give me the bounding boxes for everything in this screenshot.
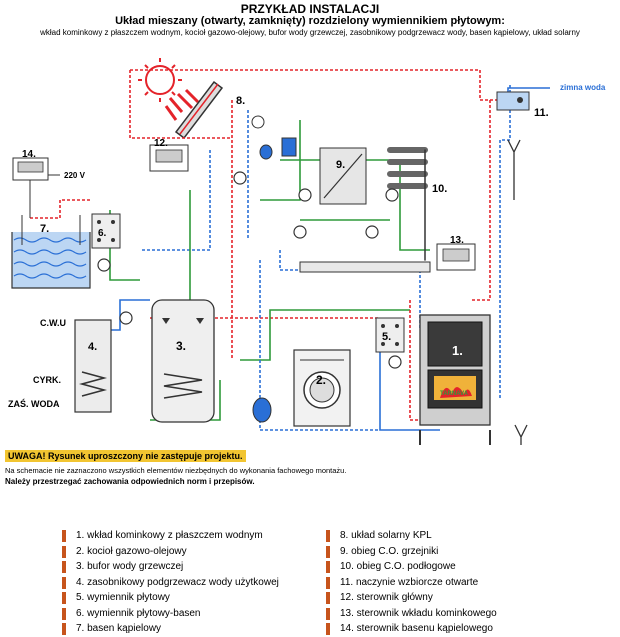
legend-item: 3. bufor wody grzewczej — [62, 559, 279, 575]
component-number-1: 1. — [452, 343, 463, 358]
buffer-tank-3 — [151, 299, 215, 423]
label-cyrk: CYRK. — [33, 375, 61, 385]
label-volt: 220 V — [64, 171, 86, 180]
manifold — [299, 261, 431, 273]
drain-bottom-icon — [514, 424, 528, 445]
component-number-6: 6. — [98, 228, 107, 239]
pool-controller-14 — [12, 157, 60, 218]
solar-vessel-icon — [259, 144, 273, 160]
swimming-pool-7 — [11, 215, 91, 289]
legend-item: 10. obieg C.O. podłogowe — [326, 559, 497, 575]
legend-item: 8. układ solarny KPL — [326, 528, 497, 544]
label-zimna-woda: zimna woda — [560, 83, 606, 92]
component-number-3: 3. — [176, 339, 186, 353]
warning-box: UWAGA! Rysunek uproszczony nie zastępuje… — [5, 446, 615, 486]
warning-line-2: Należy przestrzegać zachowania odpowiedn… — [5, 477, 255, 486]
legend-item: 6. wymiennik płytowy-basen — [62, 606, 279, 622]
pump-icons — [97, 171, 402, 369]
component-number-5: 5. — [382, 331, 391, 343]
main-controller-12 — [149, 144, 189, 172]
component-number-13: 13. — [450, 235, 464, 246]
warning-heading: UWAGA! Rysunek uproszczony nie zastępuje… — [5, 450, 246, 462]
installation-diagram: C.W.U CYRK. ZAŚ. WODA zimna woda 220 V T… — [8, 58, 606, 445]
solar-tank-icon — [281, 137, 297, 157]
legend-item: 7. basen kąpielowy — [62, 621, 279, 637]
legend-item: 5. wymiennik płytowy — [62, 590, 279, 606]
drain-right-icon — [507, 139, 521, 200]
component-number-4: 4. — [88, 341, 97, 353]
legend-item: 9. obieg C.O. grzejniki — [326, 544, 497, 560]
component-number-11: 11. — [534, 107, 549, 119]
solar-collector — [174, 80, 224, 140]
expansion-vessel — [252, 397, 272, 423]
legend-left: 1. wkład kominkowy z płaszczem wodnym 2.… — [62, 528, 279, 637]
legend-item: 12. sterownik główny — [326, 590, 497, 606]
label-zas-woda: ZAŚ. WODA — [8, 398, 60, 409]
component-number-8: 8. — [236, 95, 245, 107]
pipe-network — [30, 69, 550, 431]
warning-line-1: Na schemacie nie zaznaczono wszystkich e… — [5, 466, 347, 475]
legend-item: 13. sterownik wkładu kominkowego — [326, 606, 497, 622]
component-number-10: 10. — [432, 183, 447, 195]
component-number-14: 14. — [22, 149, 36, 160]
label-brand: TARNAVA — [440, 391, 469, 397]
open-expansion-vessel-11 — [496, 91, 530, 111]
plate-exchanger-6 — [91, 213, 121, 249]
gas-oil-boiler-2 — [293, 349, 351, 427]
page-title: PRZYKŁAD INSTALACJI — [240, 2, 380, 16]
plate-exchanger-5 — [375, 317, 405, 353]
component-number-2: 2. — [316, 373, 326, 387]
legend-item: 11. naczynie wzbiorcze otwarte — [326, 575, 497, 591]
sun-icon — [138, 58, 182, 102]
legend-item: 4. zasobnikowy podgrzewacz wody użytkowe… — [62, 575, 279, 591]
component-number-12: 12. — [154, 138, 168, 149]
water-heater-4 — [74, 319, 112, 413]
legend-right: 8. układ solarny KPL 9. obieg C.O. grzej… — [326, 528, 497, 637]
underfloor-circuit-10 — [387, 147, 428, 261]
fireplace-controller-13 — [436, 243, 476, 271]
pressure-gauge-icon — [251, 115, 265, 129]
label-cwu: C.W.U — [40, 318, 66, 328]
legend-item: 1. wkład kominkowy z płaszczem wodnym — [62, 528, 279, 544]
radiator-circuit-9 — [319, 147, 367, 205]
page-subtitle: Układ mieszany (otwarty, zamknięty) rozd… — [115, 15, 505, 27]
component-number-9: 9. — [336, 159, 345, 171]
legend-item: 2. kocioł gazowo-olejowy — [62, 544, 279, 560]
sun-rays — [164, 88, 200, 121]
fireplace-insert-1 — [419, 314, 491, 445]
component-number-7: 7. — [40, 223, 49, 235]
page-description: wkład kominkowy z płaszczem wodnym, koci… — [40, 28, 580, 37]
legend-item: 14. sterownik basenu kąpielowego — [326, 621, 497, 637]
